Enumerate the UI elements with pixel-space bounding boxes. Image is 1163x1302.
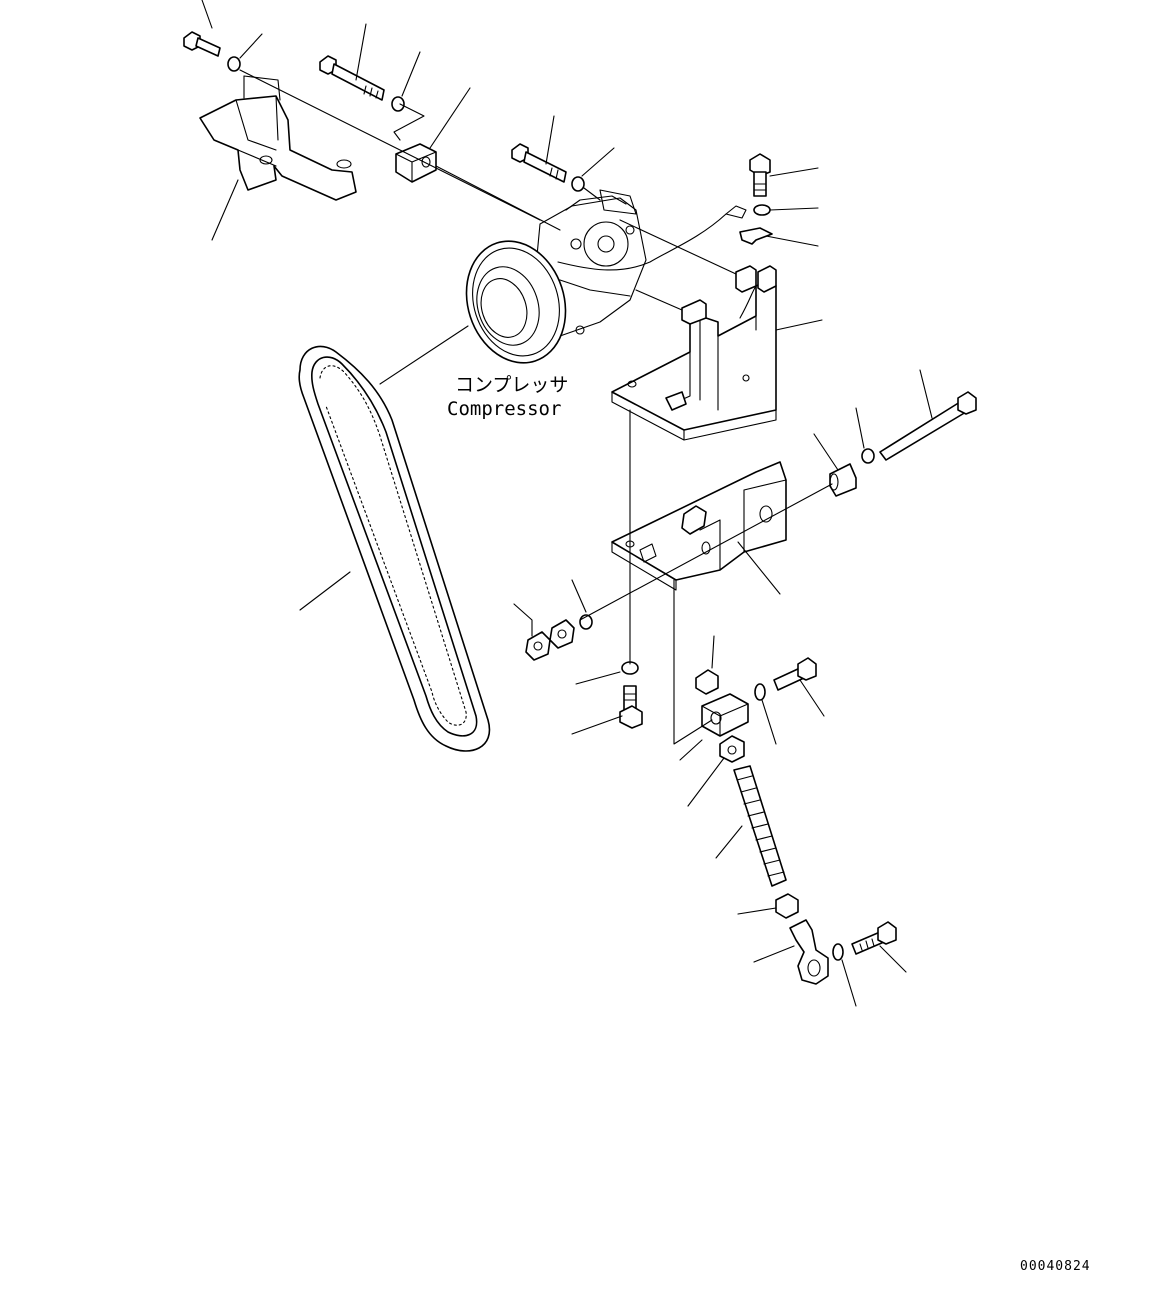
bolt-top-left-1 [183, 31, 221, 57]
assembly-lines [239, 69, 833, 745]
bolt-top-right [749, 153, 771, 197]
wire-clip [739, 227, 773, 245]
washer-middle [754, 683, 766, 701]
bolt-middle-right [773, 657, 817, 691]
bolt-compressor-top [511, 143, 567, 183]
tension-block [701, 693, 749, 737]
drawing-number: 00040824 [1020, 1259, 1091, 1274]
washer-top-right [753, 204, 771, 216]
nut-lower [775, 893, 799, 919]
nut-pair-left [525, 619, 575, 661]
spacer-block [395, 143, 437, 183]
threaded-rod [733, 765, 787, 887]
long-bolt-right [879, 391, 977, 461]
bolt-bottom-right [851, 921, 897, 955]
rod-end [789, 919, 829, 985]
washer-right [861, 448, 875, 464]
washer-top-left-1 [227, 56, 241, 72]
upper-bracket [199, 75, 357, 201]
lower-mounting-bracket [611, 461, 787, 591]
washer-compressor-top [571, 176, 585, 192]
spacer-cylinder [829, 463, 857, 497]
v-belt [298, 345, 491, 752]
bolt-lower-vertical [619, 685, 643, 729]
compressor-label-en: Compressor [447, 398, 561, 420]
washer-top-left-2 [391, 96, 405, 112]
compressor-label-jp: コンプレッサ [455, 374, 568, 396]
leader-lines [201, 0, 933, 1007]
washer-bottom [832, 943, 844, 961]
bolt-top-left-2 [319, 55, 385, 101]
nut-middle [719, 735, 745, 763]
compressor [465, 189, 747, 364]
upper-mounting-bracket [611, 265, 777, 441]
nut-upper [695, 669, 719, 695]
